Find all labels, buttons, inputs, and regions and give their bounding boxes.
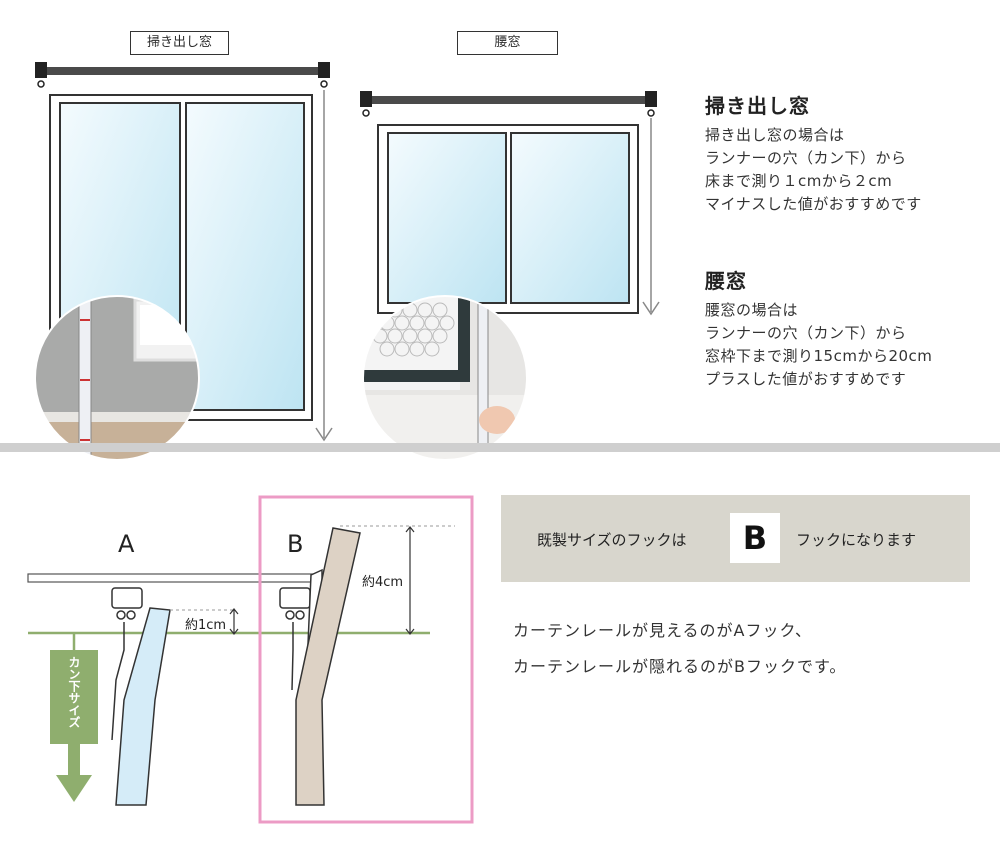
hook-b-label: B	[287, 530, 304, 558]
info-hook-b-badge: B	[730, 513, 780, 563]
koshi-window-illustration	[360, 91, 660, 316]
hakidashi-heading: 掃き出し窓	[705, 94, 810, 118]
note-line-2: カーテンレールが隠れるのがBフックです。	[513, 657, 847, 676]
hook-a-label: A	[118, 530, 135, 558]
approx-1cm-label: 約1cm	[185, 618, 227, 633]
hook-b-diagram	[279, 525, 455, 806]
koshi-rail	[370, 96, 650, 104]
info-box: 既製サイズのフックは B フックになります	[501, 495, 970, 582]
koshi-photo-circle	[363, 296, 527, 460]
hakidashi-rail	[45, 67, 325, 75]
hakidashi-description: 掃き出し窓の場合は ランナーの穴（カン下）から 床まで測り１cmから２cm マイ…	[705, 126, 922, 213]
hakidashi-photo-circle	[35, 296, 199, 460]
tag-koshi: 腰窓	[457, 31, 558, 55]
info-suffix-text: フックになります	[796, 531, 917, 549]
hook-b-highlight	[258, 495, 474, 824]
kanshita-size-label: カン下サイズ	[67, 656, 81, 728]
approx-4cm-label: 約4cm	[362, 575, 404, 590]
note-line-1: カーテンレールが見えるのがAフック、	[513, 621, 813, 640]
tag-hakidashi: 掃き出し窓	[130, 31, 229, 55]
koshi-heading: 腰窓	[705, 269, 747, 293]
hook-a-diagram	[111, 587, 239, 806]
section-divider	[0, 443, 1000, 452]
info-prefix-text: 既製サイズのフックは	[537, 531, 687, 549]
kanshita-arrow	[50, 633, 98, 802]
koshi-description: 腰窓の場合は ランナーの穴（カン下）から 窓枠下まで測り15cmから20cm プ…	[705, 301, 933, 388]
